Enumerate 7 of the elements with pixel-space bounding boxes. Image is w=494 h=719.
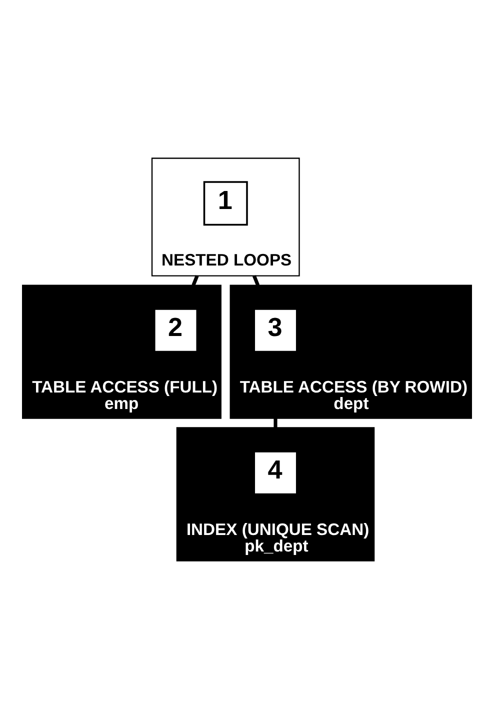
node-box: 2 (154, 308, 198, 353)
connector (274, 418, 278, 428)
connector (192, 275, 199, 286)
node-box: 1 (203, 181, 248, 226)
connector (252, 275, 260, 286)
node-box: 4 (253, 450, 298, 496)
node-box: 3 (253, 308, 298, 353)
